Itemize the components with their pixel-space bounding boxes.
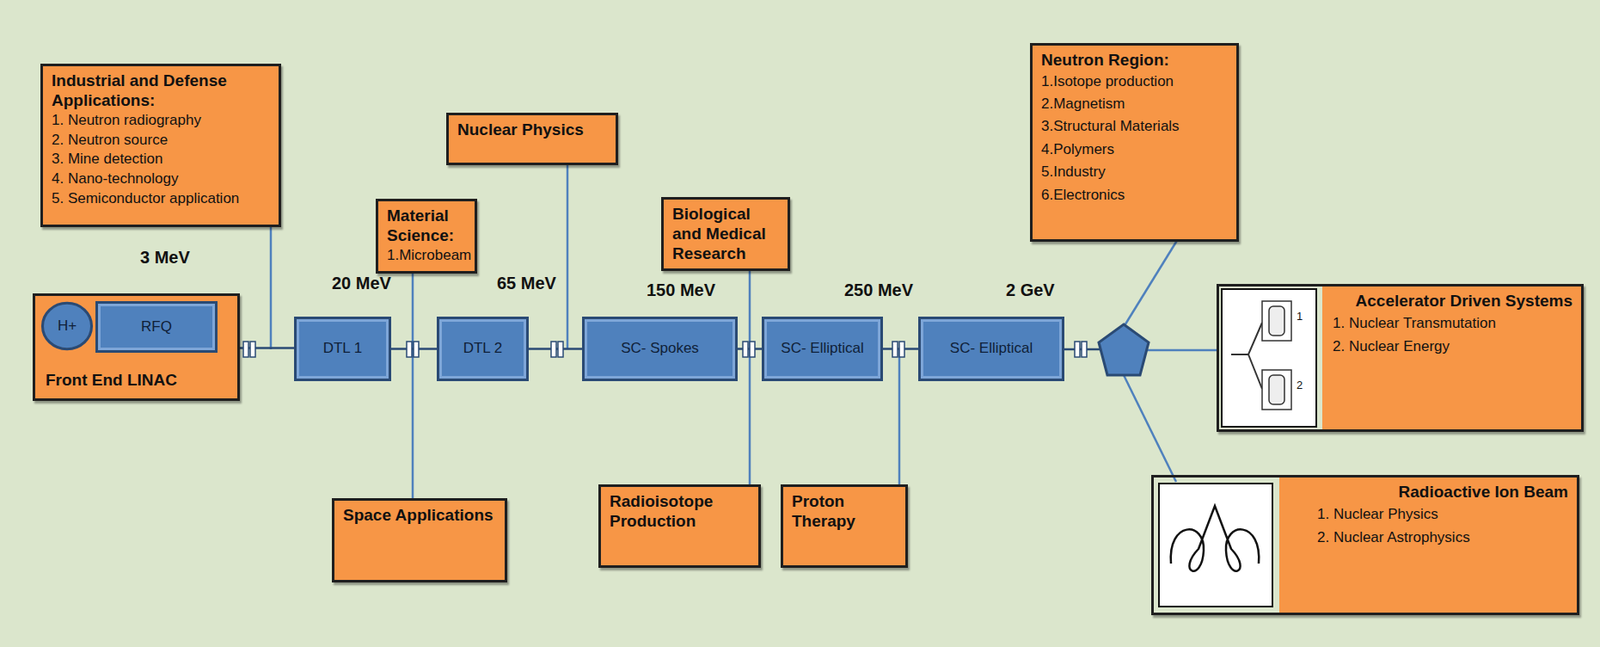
application-callout: Space Applications xyxy=(331,497,508,583)
list-item: 1.Isotope production xyxy=(1041,70,1228,93)
node-title: Proton Therapy xyxy=(791,491,897,532)
accelerator-section: SC- Elliptical xyxy=(761,316,883,381)
list-item: 2. Nuclear Energy xyxy=(1332,334,1573,358)
ion-source-circle: H+ xyxy=(40,300,94,351)
node-title: Nuclear Physics xyxy=(457,120,607,141)
energy-label: 65 MeV xyxy=(496,273,557,294)
application-callout: Material Science:1.Microbeam xyxy=(375,198,478,274)
node-title: Neutron Region: xyxy=(1041,50,1228,71)
application-callout: Neutron Region:1.Isotope production2.Mag… xyxy=(1029,42,1239,242)
front-end-box: Front End LINAC H+ RFQ xyxy=(32,293,240,401)
callout-number: 2 xyxy=(1296,378,1303,392)
rib-callout: Radioactive Ion Beam1. Nuclear Physics2.… xyxy=(1151,474,1580,615)
list-item: 2.Magnetism xyxy=(1041,92,1228,116)
list-item: 1.Microbeam xyxy=(386,245,466,266)
list-item: 5. Semiconductor application xyxy=(51,189,270,209)
application-callout: Industrial and Defense Applications:1. N… xyxy=(40,63,282,227)
node-title: DTL 2 xyxy=(463,339,503,357)
energy-label: 3 MeV xyxy=(140,247,191,268)
node-title: SC- Elliptical xyxy=(780,339,864,357)
application-callout: Proton Therapy xyxy=(780,484,908,568)
callout-number: 1 xyxy=(1296,309,1303,323)
accelerator-section: SC- Elliptical xyxy=(918,316,1065,381)
list-item: 3. Mine detection xyxy=(51,149,270,170)
list-item: 6.Electronics xyxy=(1041,183,1228,207)
accelerator-section: SC- Spokes xyxy=(582,316,738,381)
energy-label: 150 MeV xyxy=(646,280,716,301)
energy-label: 2 GeV xyxy=(1005,280,1055,301)
ads-callout: Accelerator Driven Systems1. Nuclear Tra… xyxy=(1216,283,1584,432)
application-callout: Radioisotope Production xyxy=(598,484,761,568)
list-item: 1. Nuclear Physics xyxy=(1317,502,1569,526)
list-item: 2. Neutron source xyxy=(51,130,270,151)
energy-label: 250 MeV xyxy=(844,280,914,301)
node-title: SC- Elliptical xyxy=(950,339,1033,357)
node-title: Industrial and Defense Applications: xyxy=(51,71,270,111)
node-title: Radioisotope Production xyxy=(609,491,750,532)
list-item: 1. Neutron radiography xyxy=(51,110,270,131)
node-title: Radioactive Ion Beam xyxy=(1317,482,1569,503)
node-title: Material Science: xyxy=(386,206,466,246)
accelerator-section: DTL 1 xyxy=(294,316,392,381)
list-item: 3.Structural Materials xyxy=(1041,115,1228,138)
node-title: RFQ xyxy=(140,318,172,336)
node-title: SC- Spokes xyxy=(620,339,699,357)
energy-label: 20 MeV xyxy=(331,273,392,294)
node-title: Accelerator Driven Systems xyxy=(1332,291,1573,312)
application-callout: Nuclear Physics xyxy=(446,112,619,166)
node-title: DTL 1 xyxy=(323,339,363,357)
node-title: H+ xyxy=(57,317,77,335)
node-title: Space Applications xyxy=(343,505,497,526)
list-item: 1. Nuclear Transmutation xyxy=(1332,311,1573,335)
accelerator-section: DTL 2 xyxy=(436,316,529,381)
rfq-box: RFQ xyxy=(95,300,218,353)
application-callout: Biological and Medical Research xyxy=(661,196,791,271)
target-pentagon xyxy=(1098,324,1149,375)
node-title: Front End LINAC xyxy=(45,370,178,390)
list-item: 5.Industry xyxy=(1041,160,1228,184)
list-item: 4.Polymers xyxy=(1041,138,1228,161)
list-item: 2. Nuclear Astrophysics xyxy=(1317,525,1569,549)
list-item: 4. Nano-technology xyxy=(51,169,270,190)
node-title: Biological and Medical Research xyxy=(672,204,779,264)
